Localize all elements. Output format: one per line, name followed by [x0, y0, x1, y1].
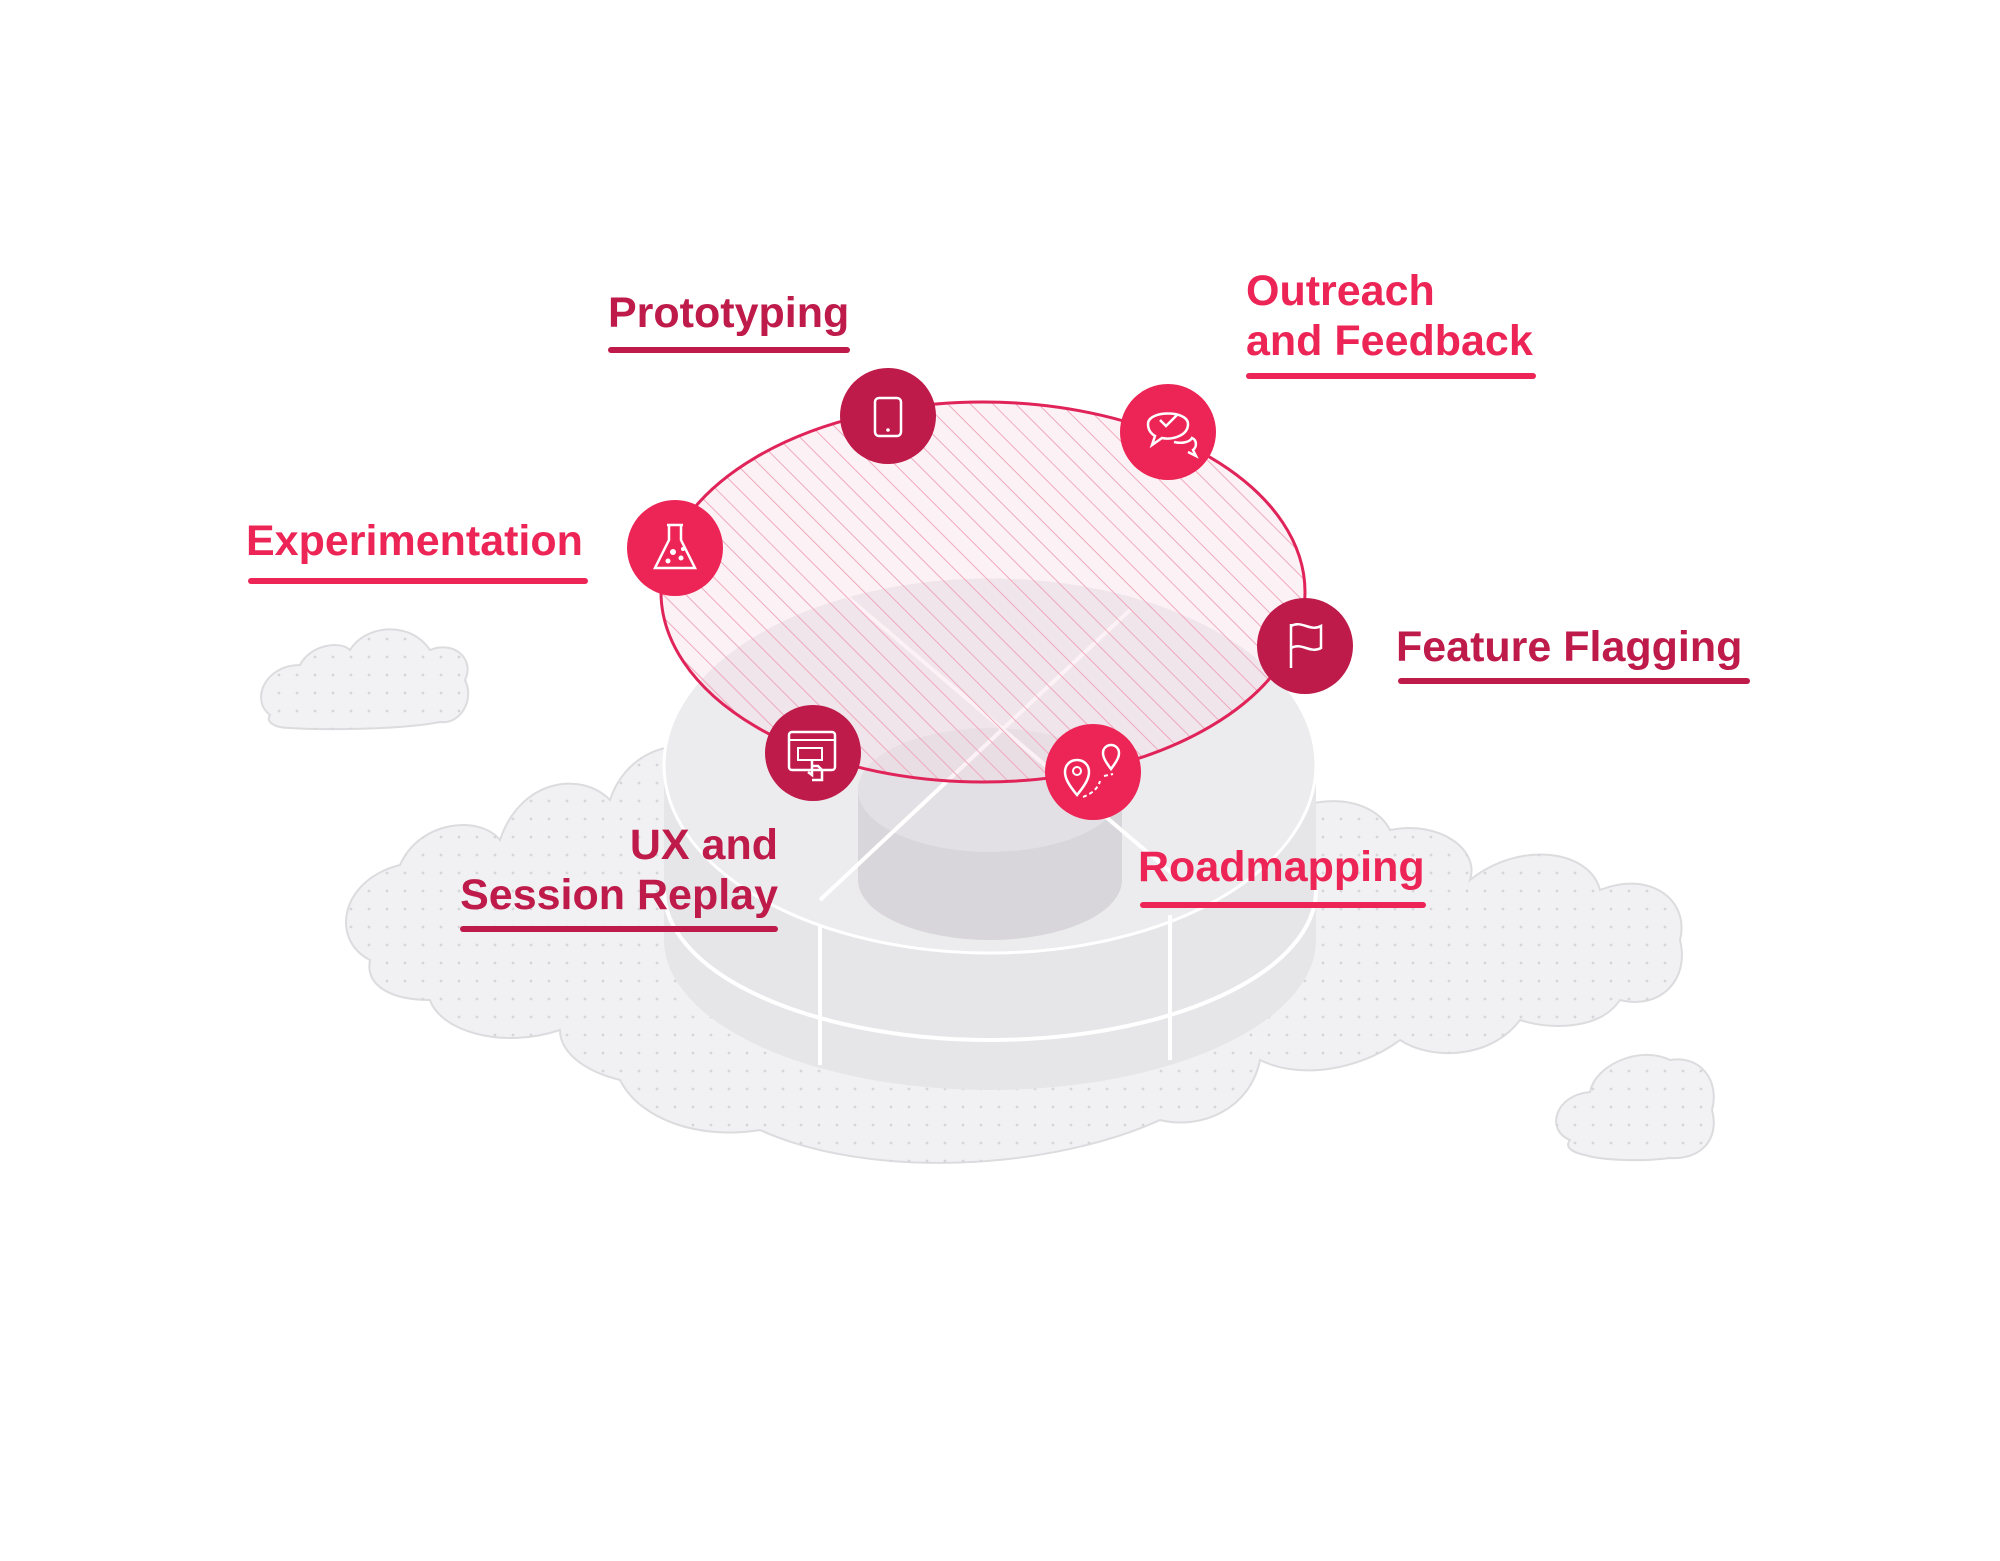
flask-icon — [627, 500, 723, 596]
outreach-label: Outreach and Feedback — [1246, 267, 1533, 365]
experimentation-underline — [248, 578, 588, 584]
tablet-icon — [840, 368, 936, 464]
roadmapping-underline — [1140, 902, 1426, 908]
prototyping-underline — [608, 347, 850, 353]
chat-bubbles-icon — [1120, 384, 1216, 480]
touch-screen-icon — [765, 705, 861, 801]
outreach-underline — [1246, 373, 1536, 379]
map-pins-icon — [1045, 724, 1141, 820]
feature-flagging-underline — [1398, 678, 1750, 684]
roadmapping-label: Roadmapping — [1138, 843, 1425, 891]
small-cloud-right — [1555, 1053, 1715, 1162]
experimentation-label: Experimentation — [246, 517, 583, 565]
ux-session-replay-underline — [460, 926, 778, 932]
flag-icon — [1257, 598, 1353, 694]
small-cloud-left — [260, 628, 470, 731]
prototyping-label: Prototyping — [608, 289, 850, 337]
ux-session-replay-label: UX and Session Replay — [460, 821, 778, 919]
feature-flagging-label: Feature Flagging — [1396, 623, 1743, 671]
